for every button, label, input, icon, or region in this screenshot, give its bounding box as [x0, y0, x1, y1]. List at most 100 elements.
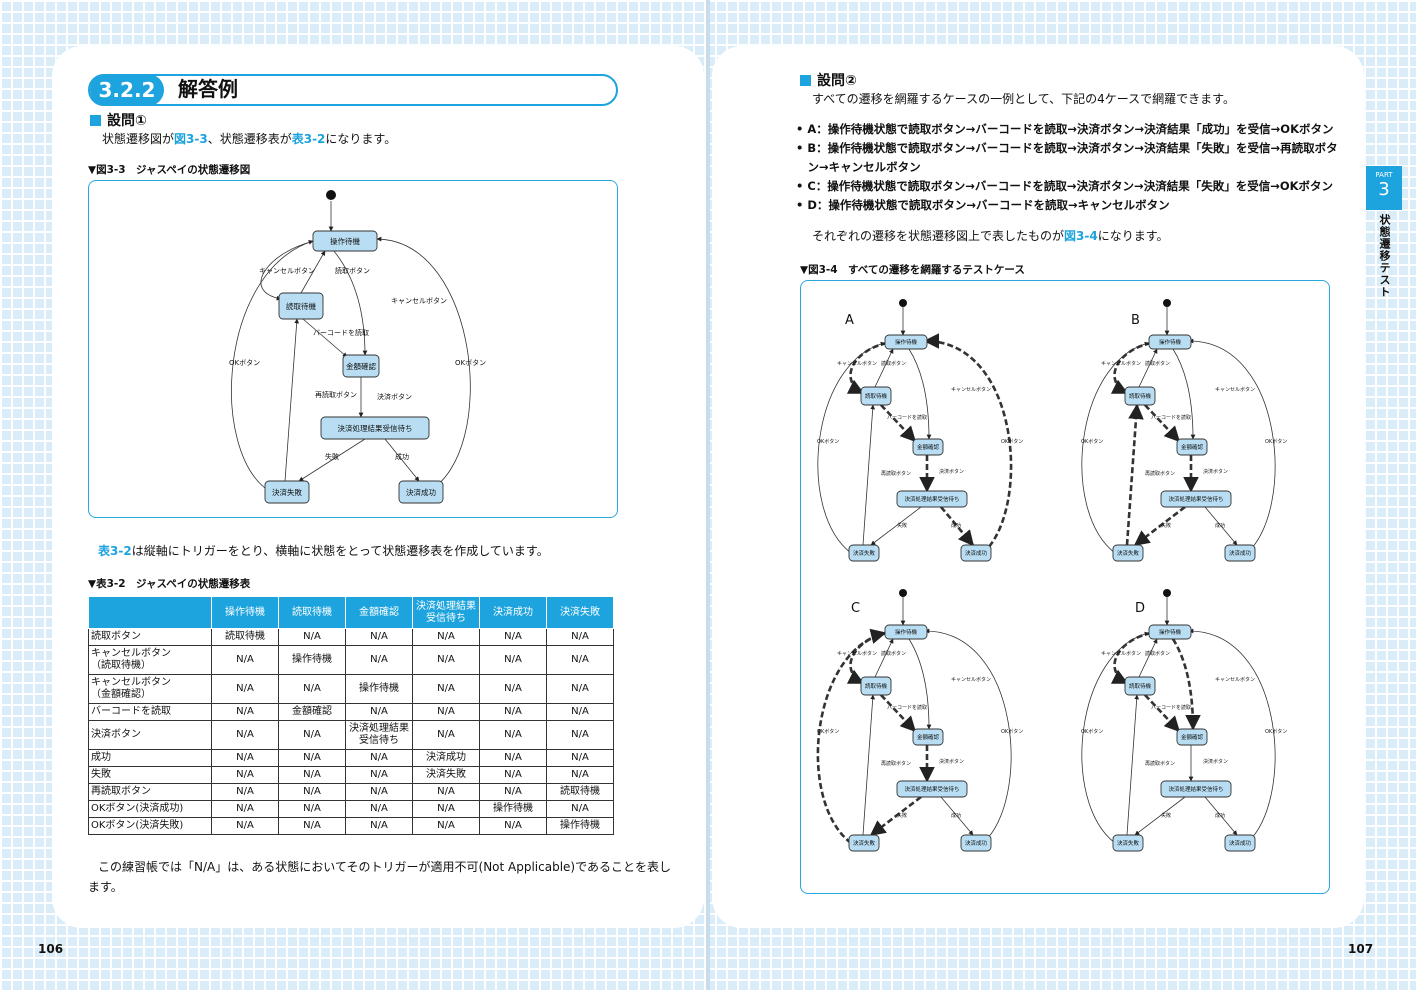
state-label: 決済失敗	[853, 549, 876, 557]
state-label: 読取待機	[865, 392, 888, 400]
transition-label: OKボタン	[1081, 438, 1103, 445]
table-cell: N/A	[479, 628, 547, 646]
table-cell: N/A	[211, 720, 279, 750]
transition-arrow	[231, 240, 314, 492]
table-cell: N/A	[211, 645, 279, 675]
figure-ref-link[interactable]: 図3-4	[1064, 229, 1098, 243]
table-cell: N/A	[546, 703, 614, 721]
table-cell: N/A	[479, 645, 547, 675]
table-cell: N/A	[546, 766, 614, 784]
transition-arrow	[940, 796, 974, 836]
transition-arrow	[1133, 505, 1186, 547]
transition-arrow	[880, 694, 917, 733]
transition-arrow	[924, 628, 1012, 844]
state-node	[848, 544, 880, 562]
table-cell: N/A	[345, 817, 413, 835]
question-1-heading: 設問①	[90, 110, 147, 130]
tab-part-number: 3	[1378, 179, 1390, 200]
case-label-d: D	[1135, 601, 1146, 616]
transition-arrow	[1138, 348, 1158, 388]
table-ref-link[interactable]: 表3-2	[291, 132, 326, 146]
state-node	[896, 780, 968, 798]
table-cell: N/A	[479, 783, 547, 801]
summary-text: それぞれの遷移を状態遷移図上で表したものが図3-4になります。	[812, 227, 1169, 246]
case-b-diagram: 操作待機読取待機金額確認決済処理結果受信待ち決済失敗決済成功キャンセルボタン読取…	[1081, 299, 1287, 562]
table-ref-link[interactable]: 表3-2	[98, 544, 132, 558]
part-tab: PART 3	[1366, 166, 1402, 210]
state-node	[342, 354, 380, 378]
transition-arrow	[1172, 348, 1196, 440]
table-cell: N/A	[278, 749, 346, 767]
initial-state-dot	[1163, 589, 1171, 597]
transition-arrow	[846, 341, 888, 395]
table-header-cell: 決済失敗	[546, 596, 614, 629]
transition-label: 失敗	[897, 522, 907, 529]
state-node	[1124, 676, 1156, 696]
state-label: 決済失敗	[853, 839, 876, 847]
table-cell: N/A	[546, 800, 614, 818]
transition-arrow	[870, 506, 922, 546]
transition-label: キャンセルボタン	[951, 676, 991, 683]
transition-arrow	[1171, 638, 1201, 731]
transition-arrow	[862, 694, 876, 836]
transition-arrow	[1204, 506, 1238, 546]
table-cell: 決済成功	[412, 749, 480, 767]
table-cell: N/A	[412, 783, 480, 801]
transition-arrow	[260, 240, 316, 301]
state-label: 操作待機	[1159, 628, 1182, 636]
state-label: 操作待機	[330, 236, 360, 246]
transition-label: OKボタン	[817, 438, 839, 445]
section-number: 3.2.2	[90, 74, 164, 106]
transition-label: バーコードを読取	[1151, 414, 1191, 421]
transition-arrow	[908, 348, 932, 440]
table-cell: N/A	[345, 628, 413, 646]
transition-arrow	[384, 438, 420, 482]
transition-label: キャンセルボタン	[259, 266, 315, 275]
question-1-label: 設問①	[107, 113, 147, 129]
state-label: 金額確認	[1181, 443, 1204, 451]
transition-label: 再読取ボタン	[1145, 760, 1175, 767]
table-intro-text: 表3-2は縦軸にトリガーをとり、横軸に状態をとって状態遷移表を作成しています。	[98, 542, 549, 561]
transition-label: 失敗	[1161, 522, 1171, 529]
state-label: 決済成功	[1229, 549, 1252, 557]
figure-3-3: 操作待機読取待機金額確認決済処理結果受信待ち決済失敗決済成功キャンセルボタン読取…	[88, 180, 618, 518]
transition-label: バーコードを読取	[887, 704, 927, 711]
section-title: 解答例	[178, 77, 238, 101]
state-label: 操作待機	[895, 628, 918, 636]
transition-label: OKボタン	[1001, 728, 1023, 735]
book-gutter	[706, 0, 710, 990]
transition-label: バーコードを読取	[313, 328, 369, 337]
diagram-group: 操作待機読取待機金額確認決済処理結果受信待ち決済失敗決済成功キャンセルボタン読取…	[816, 589, 1023, 852]
table-row-header: OKボタン(決済失敗)	[88, 817, 212, 835]
transition-label: 決済ボタン	[377, 392, 412, 401]
table-cell: N/A	[211, 674, 279, 704]
state-node	[264, 480, 310, 504]
transition-label: 失敗	[1161, 812, 1171, 819]
transition-arrow	[908, 638, 932, 730]
table-cell: N/A	[412, 817, 480, 835]
state-node	[884, 334, 928, 350]
figure-ref-link[interactable]: 図3-3	[174, 132, 208, 146]
state-label: 金額確認	[917, 443, 940, 451]
state-label: 金額確認	[346, 361, 376, 371]
transition-label: キャンセルボタン	[1215, 386, 1255, 393]
table-cell: N/A	[278, 628, 346, 646]
transition-label: 成功	[951, 812, 961, 819]
table-cell: N/A	[278, 674, 346, 704]
table-cell: N/A	[278, 766, 346, 784]
intro-part: 、状態遷移表が	[207, 132, 292, 146]
transition-label: OKボタン	[1265, 728, 1287, 735]
state-node	[896, 490, 968, 508]
transition-label: 成功	[1215, 812, 1225, 819]
table-cell: N/A	[345, 703, 413, 721]
state-label: 読取待機	[286, 301, 316, 311]
transition-label: キャンセルボタン	[951, 386, 991, 393]
transition-arrow	[880, 404, 917, 443]
table-header-row: 操作待機 読取待機 金額確認 決済処理結果 受信待ち 決済成功 決済失敗	[88, 596, 614, 629]
